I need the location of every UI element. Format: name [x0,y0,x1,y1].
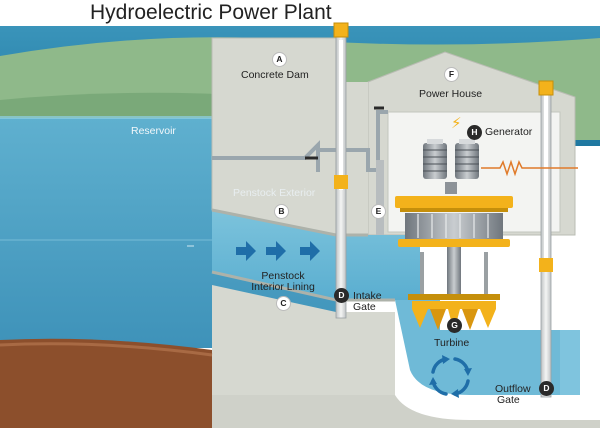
penstock-exterior-marker: B [274,204,289,219]
outflow-gate-collar [539,258,553,272]
rotor-top [395,196,513,208]
rotor-body [405,213,503,239]
penstock-interior-label-line2: Interior Lining [251,281,315,293]
outflow-gate-label-line2: Gate [497,394,520,406]
concrete-dam [211,37,337,236]
resistor-symbol [481,159,578,177]
generator-label: Generator [485,126,533,138]
dam-marker: A [272,52,287,67]
penstock-exterior-label: Penstock Exterior [233,187,316,199]
bedrock [212,395,600,428]
diagram-title: Hydroelectric Power Plant [90,1,332,24]
support-marker: E [371,204,386,219]
dam-base [212,285,395,395]
soil [0,338,212,428]
bolt-icon: ⚡ [451,114,462,132]
flow-arrow-icon [236,241,320,261]
power-house-label: Power House [419,88,483,100]
turbine-label: Turbine [434,337,470,349]
intake-gate-label-line1: Intake [353,290,382,302]
intake-gate-hoist [333,22,349,38]
outflow-gate-marker: D [539,381,554,396]
turbine-marker: G [447,318,462,333]
reservoir-label: Reservoir [131,125,176,137]
dam-label: Concrete Dam [241,69,309,81]
penstock-interior-marker: C [276,296,291,311]
support-conduit [318,110,388,172]
outflow-channel [560,330,580,395]
outflow-gate-label-line1: Outflow [495,383,531,395]
outflow-gate-hoist [538,80,554,96]
reservoir-surface [0,116,212,119]
penstock-interior-label-line1: Penstock [261,270,305,282]
support-column [376,160,384,235]
intake-gate-collar [334,175,348,189]
generator-assembly [423,139,479,179]
power-house-marker: F [444,67,459,82]
intake-gate-label-line2: Gate [353,301,376,313]
turbine-shaft [447,247,461,297]
intake-gate-marker: D [334,288,349,303]
generator-marker: H [467,125,482,140]
